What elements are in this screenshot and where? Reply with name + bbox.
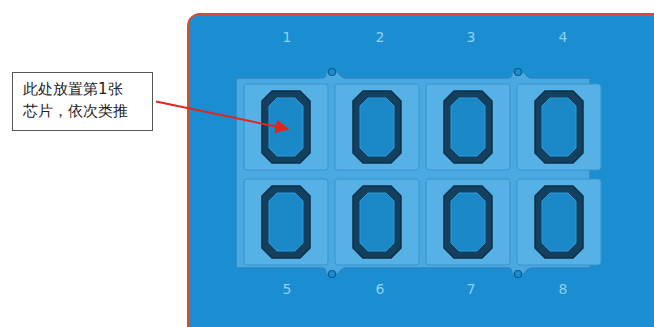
slot-number: 1 bbox=[283, 30, 292, 44]
slot-cell bbox=[335, 179, 419, 265]
slot-floor bbox=[542, 98, 576, 156]
slot-cell bbox=[244, 179, 328, 265]
locating-hole bbox=[329, 69, 336, 76]
chip-slots bbox=[244, 84, 601, 265]
slot-cell bbox=[426, 84, 510, 170]
slot-cell bbox=[517, 84, 601, 170]
slot-recess bbox=[262, 186, 310, 258]
locating-hole bbox=[515, 69, 522, 76]
slot-cell bbox=[335, 84, 419, 170]
slot-cell bbox=[426, 179, 510, 265]
slot-number: 8 bbox=[559, 282, 568, 296]
slot-recess bbox=[444, 186, 492, 258]
slot-number: 6 bbox=[376, 282, 385, 296]
slot-recess bbox=[353, 91, 401, 163]
slot-recess bbox=[535, 91, 583, 163]
tray-top bbox=[190, 16, 654, 327]
slot-number: 4 bbox=[559, 30, 568, 44]
slot-floor bbox=[451, 193, 485, 251]
slot-cell bbox=[517, 179, 601, 265]
slot-panel bbox=[236, 72, 590, 274]
locating-hole bbox=[329, 271, 336, 278]
slot-floor bbox=[451, 98, 485, 156]
slot-floor bbox=[360, 98, 394, 156]
slot-recess bbox=[535, 186, 583, 258]
callout-text: 此处放置第1张 芯片，依次类推 bbox=[23, 79, 141, 123]
slot-recess bbox=[353, 186, 401, 258]
tray-body bbox=[188, 14, 654, 327]
slot-recess bbox=[262, 91, 310, 163]
slot-floor bbox=[360, 193, 394, 251]
locating-hole bbox=[515, 271, 522, 278]
locating-holes bbox=[329, 69, 522, 278]
slot-number: 2 bbox=[376, 30, 385, 44]
slot-number: 7 bbox=[467, 282, 476, 296]
slot-floor bbox=[269, 193, 303, 251]
callout-box: 此处放置第1张 芯片，依次类推 bbox=[12, 72, 153, 131]
slot-number: 5 bbox=[283, 282, 292, 296]
slot-floor bbox=[542, 193, 576, 251]
leader-arrow bbox=[156, 102, 288, 130]
slot-recess bbox=[444, 91, 492, 163]
slot-number: 3 bbox=[467, 30, 476, 44]
slot-cell bbox=[244, 84, 328, 170]
